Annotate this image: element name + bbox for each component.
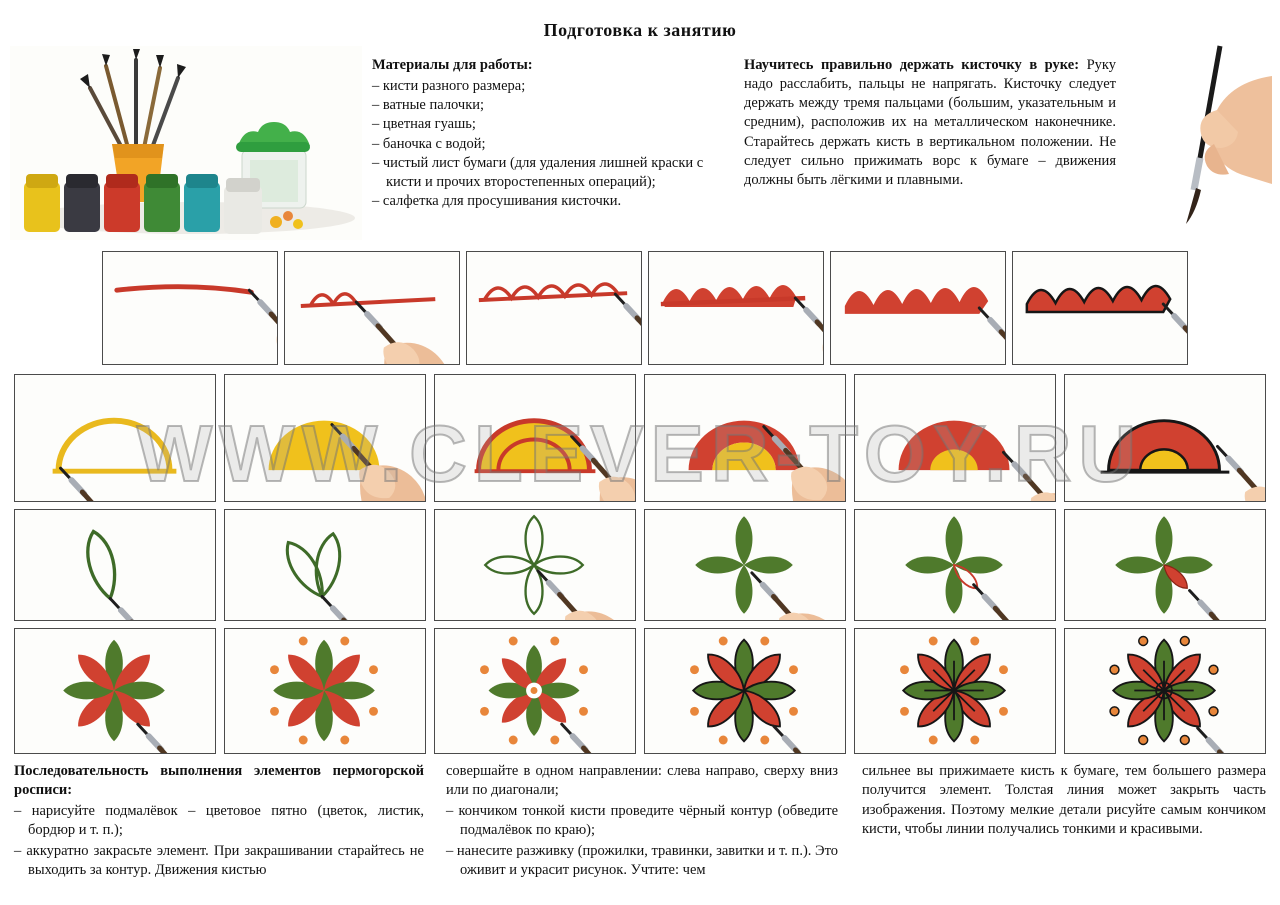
brush-hand <box>1163 304 1187 364</box>
materials-list: – кисти разного размера; – ватные палочк… <box>372 77 708 211</box>
brush-hand <box>795 298 823 364</box>
brush-hand <box>356 302 452 364</box>
brush-tip-icon <box>80 74 90 88</box>
material-item: – кисти разного размера; <box>372 78 526 95</box>
sequence-item: – нарисуйте подмалёвок – цветовое пятно … <box>14 802 424 839</box>
step-photo-r4-s4 <box>644 628 846 754</box>
step-photo-r2-s3 <box>434 374 636 502</box>
sequence-continuation: совершайте в одном направлении: слева на… <box>446 763 838 799</box>
brush-hand <box>562 724 635 753</box>
hand-with-brush-photo <box>1120 40 1272 242</box>
step-photo-r1-s1 <box>102 251 278 365</box>
holding-brush-section: Научитесь правильно держать кисточку в р… <box>744 56 1116 190</box>
step-photo-r3-s3 <box>434 509 636 621</box>
sequence-col-1: Последовательность выполнения элементов … <box>14 762 424 882</box>
sequence-col-2: совершайте в одном направлении: слева на… <box>446 762 838 882</box>
brush-hand <box>979 308 1005 364</box>
sequence-item: – аккуратно закрасьте элемент. При закра… <box>14 842 424 879</box>
step-photo-r4-s6 <box>1064 628 1266 754</box>
brush-hand <box>774 726 845 753</box>
step-photo-r4-s3 <box>434 628 636 754</box>
brush-hand <box>974 585 1055 620</box>
material-item: – цветная гуашь; <box>372 116 476 133</box>
brush-tip-icon <box>156 55 164 68</box>
step-photo-r1-s2 <box>284 251 460 365</box>
brush-hand <box>538 571 633 620</box>
brush-hand <box>110 598 205 620</box>
step-photo-r1-s5 <box>830 251 1006 365</box>
materials-photo <box>10 46 362 240</box>
sequence-item: – нанесите разживку (прожилки, травинки,… <box>446 842 838 879</box>
sequence-continuation: сильнее вы прижимаете кисть к бумаге, те… <box>862 763 1266 838</box>
step-photo-r2-s6 <box>1064 374 1266 502</box>
page-title: Подготовка к занятию <box>543 20 737 40</box>
step-photo-r1-s4 <box>648 251 824 365</box>
brush-hand <box>138 724 215 753</box>
finger <box>1204 144 1229 175</box>
brush-tip-icon <box>102 54 110 66</box>
brush-hand <box>1217 446 1265 501</box>
material-item: – ватные палочки; <box>372 97 485 114</box>
step-photo-r3-s5 <box>854 509 1056 621</box>
step-photo-r2-s4 <box>644 374 846 502</box>
sequence-item: – кончиком тонкой кисти проведите чёрный… <box>446 802 838 839</box>
brush-hand <box>1190 591 1265 620</box>
materials-heading: Материалы для работы: <box>372 57 533 73</box>
step-photo-r1-s3 <box>466 251 642 365</box>
brush-hand <box>322 596 417 620</box>
brush-hand <box>752 573 845 620</box>
step-photo-r2-s5 <box>854 374 1056 502</box>
paint-jars <box>24 174 262 234</box>
step-photo-r3-s6 <box>1064 509 1266 621</box>
holding-heading: Научитесь правильно держать кисточку в р… <box>744 57 1080 73</box>
step-photo-r4-s1 <box>14 628 216 754</box>
step-photo-r2-s2 <box>224 374 426 502</box>
step-photo-r2-s1 <box>14 374 216 502</box>
step-row-arc-element <box>14 374 1267 502</box>
brush-tip-icon <box>1186 188 1201 224</box>
sequence-col-3: сильнее вы прижимаете кисть к бумаге, те… <box>862 762 1266 841</box>
step-photo-r1-s6 <box>1012 251 1188 365</box>
step-row-leaf-element <box>14 509 1267 621</box>
brush-hand <box>615 294 641 364</box>
step-photo-r4-s5 <box>854 628 1056 754</box>
step-row-scallop-border <box>102 251 1188 365</box>
water-jar <box>236 122 310 209</box>
finger <box>1200 110 1238 148</box>
brush-ferrule <box>1190 157 1204 191</box>
step-photo-r4-s2 <box>224 628 426 754</box>
brush-tip-icon <box>177 64 186 78</box>
holding-text: Руку надо расслабить, пальцы не напрягат… <box>744 57 1116 188</box>
material-item: – баночка с водой; <box>372 135 486 152</box>
brush-hand <box>1004 452 1055 501</box>
step-photo-r3-s2 <box>224 509 426 621</box>
brush-hand <box>249 290 277 364</box>
step-photo-r3-s1 <box>14 509 216 621</box>
material-item: – чистый лист бумаги (для удаления лишне… <box>372 154 704 190</box>
materials-section: Материалы для работы: – кисти разного ра… <box>372 56 708 211</box>
sequence-heading: Последовательность выполнения элементов … <box>14 763 424 799</box>
hand <box>1211 76 1272 184</box>
material-item: – салфетка для просушивания кисточки. <box>372 192 622 209</box>
brush-tip-icon <box>133 49 140 60</box>
step-photo-r3-s4 <box>644 509 846 621</box>
toy-flower <box>270 211 303 229</box>
brush-hand <box>1198 728 1265 753</box>
step-row-flower-element <box>14 628 1267 754</box>
